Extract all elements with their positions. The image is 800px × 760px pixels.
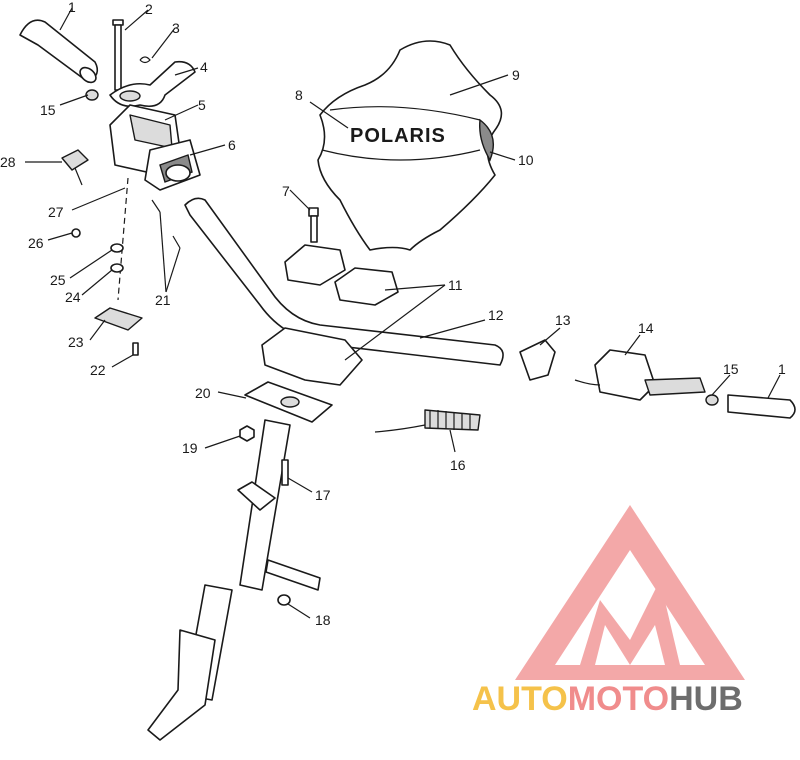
callout-8: 8 [295, 87, 303, 103]
callout-28: 28 [0, 154, 16, 170]
callout-27: 27 [48, 204, 64, 220]
callout-7: 7 [282, 183, 290, 199]
right-grip [727, 394, 796, 419]
throttle-housing [109, 104, 201, 191]
callout-23: 23 [68, 334, 84, 350]
callout-20: 20 [195, 385, 211, 401]
bolt-7 [308, 207, 319, 243]
callout-6: 6 [228, 137, 236, 153]
callout-18: 18 [315, 612, 331, 628]
callout-24: 24 [65, 289, 81, 305]
callout-9: 9 [512, 67, 520, 83]
handlebar-pad-9: POLARIS [317, 40, 503, 251]
steering-post-20 [147, 381, 333, 741]
watermark-part-moto: MOTO [568, 680, 669, 718]
plate-23 [94, 307, 143, 331]
washer-24 [110, 263, 124, 273]
lever-13 [519, 339, 556, 381]
watermark-part-auto: AUTO [472, 680, 568, 718]
leader-lines [25, 7, 781, 619]
washer-25 [110, 243, 124, 253]
callouts: 1 2 3 4 5 6 7 8 9 10 11 12 13 14 15 15 1… [0, 0, 786, 628]
callout-1-right: 1 [778, 361, 786, 377]
callout-5: 5 [198, 97, 206, 113]
upper-clamp-11b [334, 267, 399, 306]
callout-15-left: 15 [40, 102, 56, 118]
brake-14 [574, 349, 706, 401]
watermark-text: AUTOMOTOHUB [472, 680, 743, 718]
screw-21a [151, 199, 161, 213]
callout-11: 11 [448, 277, 463, 293]
callout-22: 22 [90, 362, 106, 378]
screw-22 [132, 342, 139, 356]
watermark-triangle [515, 505, 745, 680]
callout-12: 12 [488, 307, 504, 323]
bolt-2 [112, 19, 124, 91]
nut-26 [71, 228, 81, 238]
screw-21b [172, 235, 181, 249]
clamp-4-hole [119, 90, 141, 102]
spring-16 [374, 409, 481, 433]
callout-25: 25 [50, 272, 66, 288]
callout-4: 4 [200, 59, 208, 75]
bushing [265, 559, 321, 591]
switch-28 [61, 149, 89, 186]
callout-16: 16 [450, 457, 466, 473]
callout-15-right: 15 [723, 361, 739, 377]
clip-3 [139, 56, 151, 64]
watermark-m-mark [580, 580, 680, 665]
callout-3: 3 [172, 20, 180, 36]
callout-10: 10 [518, 152, 534, 168]
nut-19 [239, 425, 255, 442]
callout-26: 26 [28, 235, 44, 251]
end-cap-15-left [85, 89, 99, 101]
upper-clamp-11a [284, 244, 346, 286]
callout-17: 17 [315, 487, 331, 503]
callout-13: 13 [555, 312, 571, 328]
lower-clamp-11 [261, 327, 363, 386]
callout-21: 21 [155, 292, 171, 308]
dashed-guide [117, 177, 129, 301]
nut-18 [277, 594, 291, 606]
left-grip [19, 19, 99, 84]
callout-2: 2 [145, 1, 153, 17]
bolt-17 [281, 459, 289, 486]
callout-19: 19 [182, 440, 198, 456]
callout-1-left: 1 [68, 0, 76, 15]
polaris-logo-text: POLARIS [350, 125, 446, 147]
watermark-part-hub: HUB [669, 680, 743, 718]
callout-14: 14 [638, 320, 654, 336]
end-cap-15-right [705, 394, 719, 406]
watermark-logo [515, 505, 745, 680]
